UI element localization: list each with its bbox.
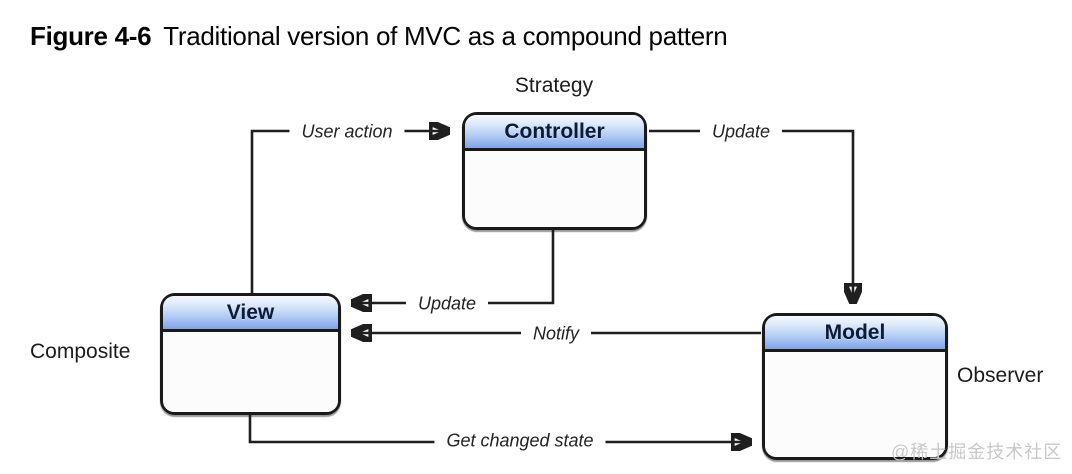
update-model-arrow (649, 129, 853, 303)
view-node: View (160, 293, 341, 415)
controller-node-body (465, 151, 644, 227)
composite-pattern-label: Composite (30, 340, 131, 363)
update-view-label: Update (405, 293, 489, 315)
figure-caption-text: Traditional version of MVC as a compound… (163, 21, 728, 51)
strategy-pattern-label: Strategy (514, 74, 594, 97)
view-node-title: View (163, 296, 338, 332)
update-view-arrow (352, 229, 555, 303)
figure-caption: Figure 4-6 Traditional version of MVC as … (30, 21, 728, 52)
view-node-body (163, 332, 338, 412)
figure-number: Figure 4-6 (30, 21, 152, 51)
user-action-label: User action (289, 121, 405, 143)
model-node-title: Model (765, 316, 945, 352)
update-model-label: Update (699, 121, 783, 143)
controller-node: Controller (462, 112, 647, 230)
controller-node-title: Controller (465, 115, 644, 151)
model-node: Model (762, 313, 948, 460)
model-node-body (765, 352, 945, 457)
watermark: @稀土掘金技术社区 (891, 442, 1063, 462)
notify-label: Notify (520, 323, 592, 345)
user-action-arrow (250, 131, 449, 293)
observer-pattern-label: Observer (957, 364, 1044, 387)
get-changed-state-label: Get changed state (434, 430, 606, 452)
